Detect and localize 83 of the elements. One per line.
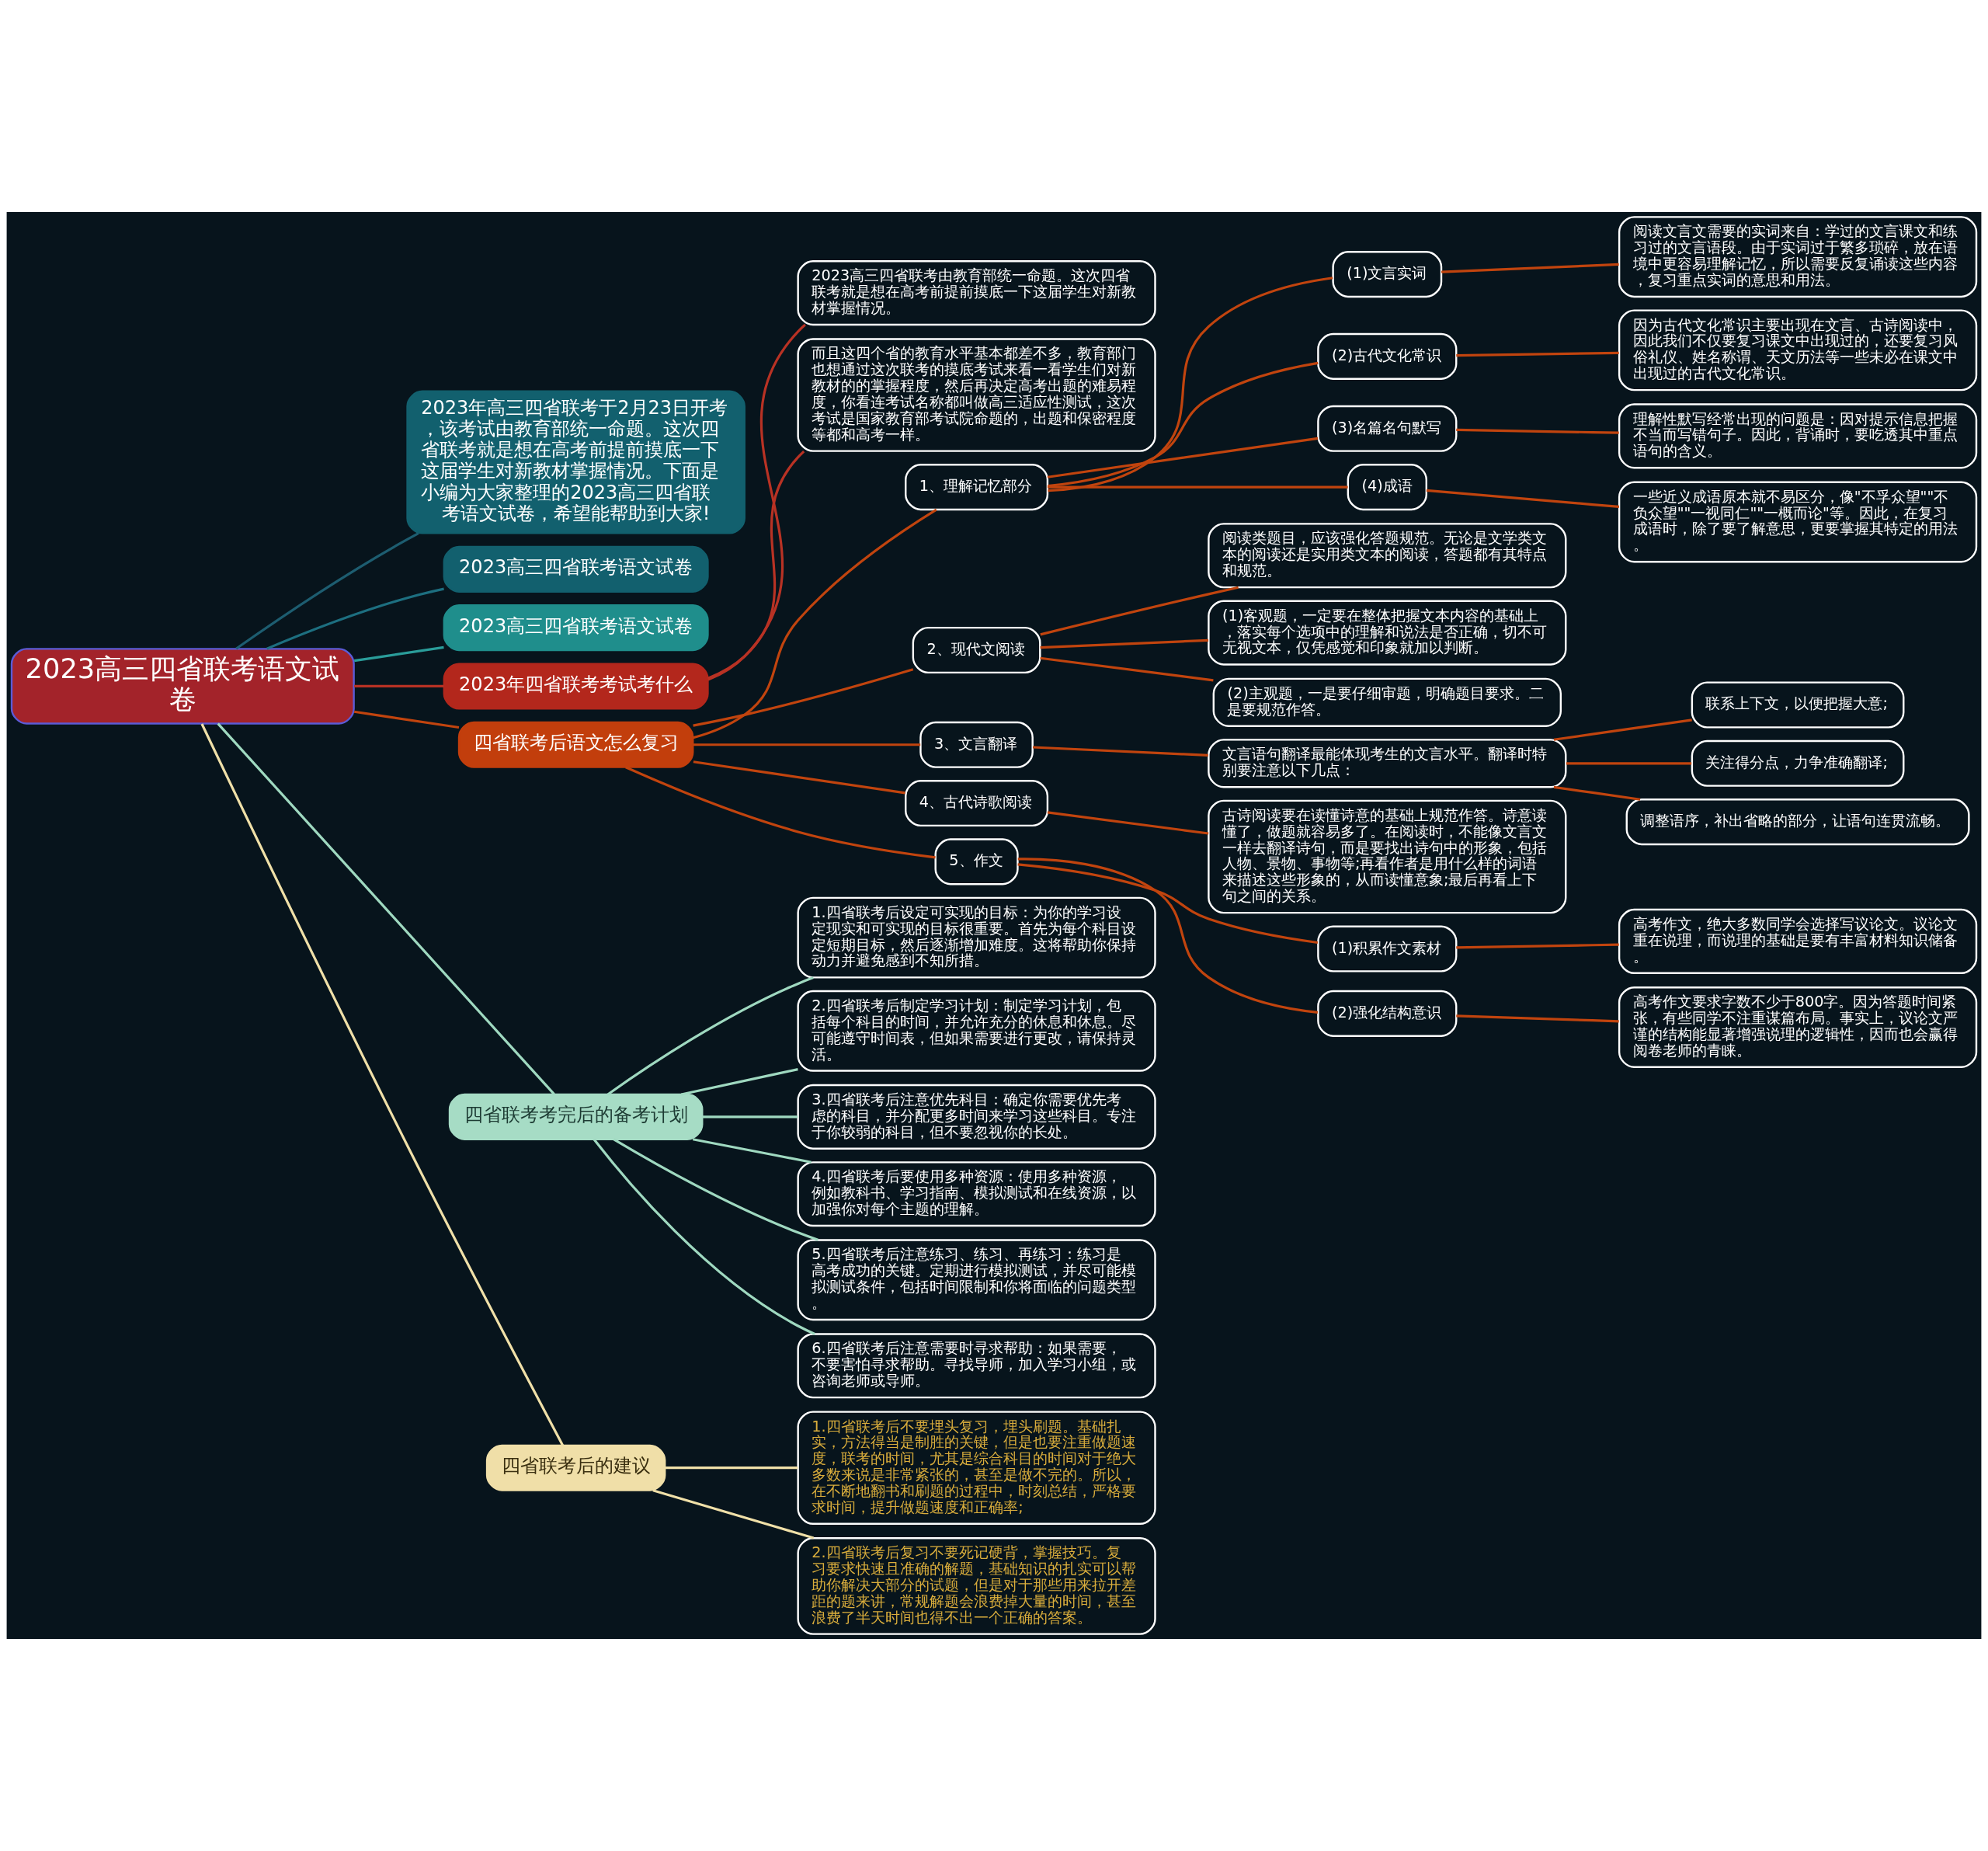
- connector: [1456, 351, 1619, 357]
- node-box: 2023高三四省联考语文试卷: [443, 545, 709, 593]
- node-box: 一些近义成语原本就不易区分，像"不孚众望""不负众望""一视同仁""一概而论"等。因此，在复习成语时，除了要了解意思，更要掌握其特定的用法。: [1618, 481, 1978, 563]
- node-box: 1.四省联考后不要埋头复习，埋头刷题。基础扎实，方法得当是制胜的关键，但是也要注重做题速度，联考的时间，尤其是综合科目的时间对于绝大多数来说是非常紧张的，甚至是做不完的。所以，在不断地翻书和刷题的过程中，时刻总结，严格要求时间，提升做题速度和正确率;: [797, 1411, 1156, 1525]
- connector: [625, 766, 936, 859]
- connector: [1048, 277, 1333, 492]
- node-box: (1)客观题，一定要在整体把握文本内容的基础上，落实每个选项中的理解和说法是否正确，切不可无视文本，仅凭感觉和印象就加以判断。: [1208, 600, 1567, 666]
- connector: [235, 532, 419, 650]
- connector: [693, 668, 914, 727]
- node-box: 关注得分点，力争准确翻译;: [1691, 739, 1905, 787]
- node-box: 调整语序，补出省略的部分，让语句连贯流畅。: [1625, 799, 1970, 846]
- node-box: 因为古代文化常识主要出现在文言、古诗阅读中，因此我们不仅要复习课文中出现过的，还要复习风俗礼仪、姓名称谓、天文历法等一些未必在课文中出现过的古代文化常识。: [1618, 309, 1978, 391]
- connector: [1426, 489, 1620, 509]
- connector: [1048, 361, 1319, 488]
- node-box: 2023年高三四省联考于2月23日开考，该考试由教育部统一命题。这次四省联考就是想在高考前提前摸底一下这届学生对新教材掌握情况。下面是小编为大家整理的2023高三四省联考语文试卷，希望能帮助到大家!: [406, 390, 746, 534]
- node-box: 2023高三四省联考由教育部统一命题。这次四省联考就是想在高考前提前摸底一下这届学生对新教材掌握情况。: [797, 260, 1156, 326]
- connector: [1566, 762, 1692, 765]
- connector: [692, 1138, 812, 1164]
- connector: [200, 723, 565, 1446]
- connector: [354, 684, 444, 688]
- node-box: 4、古代诗歌阅读: [905, 780, 1049, 827]
- connector: [1553, 718, 1692, 741]
- node-box: 2023高三四省联考语文试卷: [443, 604, 709, 652]
- node-box: 3.四省联考后注意优先科目：确定你需要优先考虑的科目，并分配更多时间来学习这些科目。专注于你较弱的科目，但不要忽视你的长处。: [797, 1084, 1156, 1150]
- connector: [1047, 485, 1348, 489]
- node-box: (2)强化结构意识: [1317, 990, 1458, 1037]
- node-box: 1.四省联考后设定可实现的目标：为你的学习设定现实和可实现的目标很重要。首先为每个科目设定短期目标，然后逐渐增加难度。这将帮助你保持动力并避免感到不知所措。: [797, 896, 1156, 979]
- node-box: 阅读文言文需要的实词来自：学过的文言课文和练习过的文言语段。由于实词过于繁多琐碎，放在语境中更容易理解记忆，所以需要反复诵读这些内容，复习重点实词的意思和用法。: [1618, 216, 1978, 298]
- node-box: 2023年四省联考考试考什么: [443, 663, 709, 710]
- connector: [693, 743, 921, 746]
- node-box: 四省联考后语文怎么复习: [457, 721, 694, 768]
- connector: [707, 450, 805, 680]
- connector: [1040, 638, 1209, 649]
- node-box: 2.四省联考后制定学习计划：制定学习计划，包括每个科目的时间，并允许充分的休息和休息。尽可能遵守时间表，但如果需要进行更改，请保持灵活。: [797, 990, 1156, 1072]
- connector: [1017, 863, 1319, 945]
- connector: [1047, 811, 1209, 835]
- node-box: 6.四省联考后注意需要时寻求帮助：如果需要，不要害怕寻求帮助。寻找导师，加入学习小组，或咨询老师或导师。: [797, 1333, 1156, 1399]
- connector: [1553, 785, 1641, 801]
- node-box: (2)古代文化常识: [1317, 332, 1458, 380]
- connector: [1047, 437, 1319, 478]
- node-box: 阅读类题目，应该强化答题规范。无论是文学类文本的阅读还是实用类文本的阅读，答题都有其特点和规范。: [1208, 523, 1567, 589]
- node-box: 2.四省联考后复习不要死记硬背，掌握技巧。复习要求快速且准确的解题，基础知识的扎实可以帮助你解决大部分的试题，但是对于那些用来拉开差距的题来讲，常规解题会浪费掉大量的时间，甚至浪费了半天时间也得不出一个正确的答案。: [797, 1537, 1156, 1635]
- connector: [217, 722, 555, 1095]
- connector: [702, 1115, 798, 1119]
- connector: [593, 1139, 815, 1335]
- node-box: 四省联考考完后的备考计划: [448, 1093, 704, 1140]
- connector: [1441, 263, 1619, 273]
- node-box: (2)主观题，一是要仔细审题，明确题目要求。二是要规范作答。: [1212, 677, 1562, 727]
- node-box: 3、文言翻译: [919, 721, 1034, 768]
- node-box: (1)积累作文素材: [1317, 925, 1458, 972]
- node-box: (3)名篇名句默写: [1317, 405, 1458, 452]
- node-box: 5.四省联考后注意练习、练习、再练习：练习是高考成功的关键。定期进行模拟测试，并尽可能模拟测试条件，包括时间限制和你将面临的问题类型。: [797, 1239, 1156, 1321]
- node-box: 2023高三四省联考语文试卷: [10, 648, 355, 725]
- node-box: 高考作文，绝大多数同学会选择写议论文。议论文重在说理，而说理的基础是要有丰富材料知识储备。: [1618, 908, 1978, 974]
- node-box: 四省联考后的建议: [485, 1444, 666, 1491]
- node-box: 1、理解记忆部分: [905, 464, 1049, 511]
- connector: [665, 1467, 798, 1470]
- node-box: 联系上下文，以便把握大意;: [1691, 681, 1905, 729]
- connector: [1017, 858, 1319, 1014]
- connector: [613, 1138, 818, 1241]
- connector: [606, 976, 814, 1096]
- connector: [693, 508, 937, 739]
- connector: [353, 645, 444, 663]
- connector: [1456, 1014, 1619, 1023]
- connector: [1040, 656, 1214, 682]
- node-box: 4.四省联考后要使用多种资源：使用多种资源，例如教科书、学习指南、模拟测试和在线资源，以加强你对每个主题的理解。: [797, 1161, 1156, 1227]
- connector: [693, 760, 905, 795]
- node-box: 文言语句翻译最能体现考生的文言水平。翻译时特别要注意以下几点：: [1208, 739, 1567, 788]
- connector: [680, 1068, 798, 1096]
- node-box: (4)成语: [1347, 464, 1427, 511]
- connector: [1456, 943, 1619, 949]
- connector: [1033, 746, 1208, 757]
- node-box: 5、作文: [934, 838, 1019, 885]
- connector: [707, 323, 806, 681]
- connector: [266, 587, 444, 650]
- node-box: 高考作文要求字数不少于800字。因为答题时间紧张，有些同学不注重谋篇布局。事实上，议论文严谨的结构能显著增强说理的逻辑性，因而也会赢得阅卷老师的青睐。: [1618, 986, 1978, 1068]
- connector: [353, 710, 460, 729]
- node-box: (1)文言实词: [1332, 251, 1443, 298]
- node-box: 理解性默写经常出现的问题是：因对提示信息把握不当而写错句子。因此，背诵时，要吃透其中重点语句的含义。: [1618, 403, 1978, 469]
- connector: [1456, 428, 1619, 434]
- node-box: 2、现代文阅读: [912, 626, 1041, 674]
- node-box: 而且这四个省的教育水平基本都差不多，教育部门也想通过这次联考的摸底考试来看一看学生们对新教材的的掌握程度，然后再决定高考出题的难易程度，你看连考试名称都叫做高三适应性测试，这次考试是国家教育部考试院命题的，出题和保密程度等都和高考一样。: [797, 338, 1156, 452]
- node-box: 古诗阅读要在读懂诗意的基础上规范作答。诗意读懂了，做题就容易多了。在阅读时，不能像文言文一样去翻译诗句，而是要找出诗句中的形象，包括人物、景物、事物等;再看作者是用什么样的词语来描述这些形象的，从而读懂意象;最后再看上下句之间的关系。: [1208, 799, 1567, 914]
